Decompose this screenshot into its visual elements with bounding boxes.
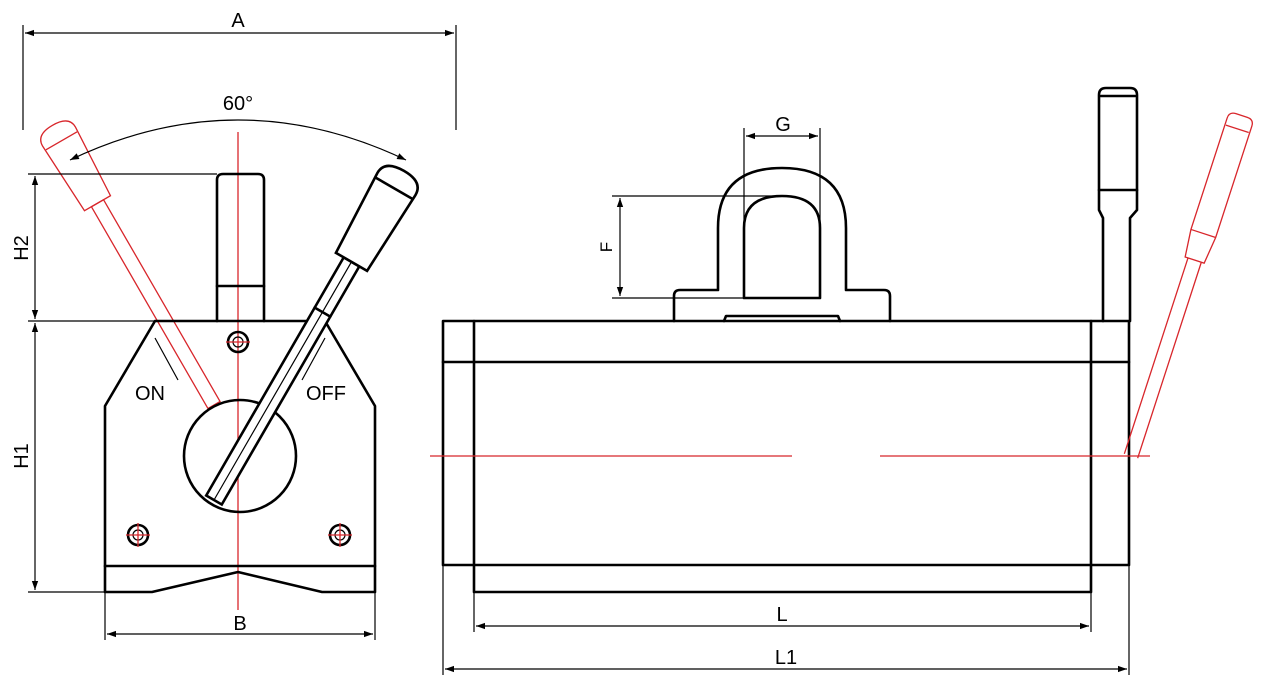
bevel-line-right — [301, 337, 326, 381]
side-body — [441, 319, 1131, 594]
rotation-hub — [182, 398, 298, 514]
side-view: G F L L1 — [430, 86, 1254, 675]
v-groove-plate — [103, 564, 377, 594]
handle-off-position — [204, 164, 419, 507]
side-handle-tilted — [1123, 112, 1254, 459]
upper-post — [215, 172, 266, 323]
dimension-a-label: A — [231, 10, 245, 32]
dimension-h1-label: H1 — [11, 443, 33, 469]
dimension-l1-label: L1 — [775, 647, 797, 669]
on-label: ON — [135, 383, 165, 405]
dimension-b: B — [104, 592, 376, 640]
front-view: ON OFF A 60° H2 H1 — [11, 10, 457, 640]
dimension-l-label: L — [776, 604, 787, 626]
dimension-f-label: F — [597, 242, 616, 252]
handle-on-position — [40, 120, 221, 410]
angle-label: 60° — [223, 93, 253, 115]
angle-dimension: 60° — [69, 93, 407, 161]
dimension-b-label: B — [233, 613, 246, 635]
dimension-g-label: G — [775, 114, 791, 136]
dimension-h2: H2 — [11, 173, 217, 319]
dimension-g: G — [743, 114, 821, 298]
screw-bottom-right — [328, 523, 352, 547]
bevel-line-left — [154, 337, 179, 381]
dimension-h1: H1 — [11, 320, 155, 593]
screw-bottom-left — [126, 523, 150, 547]
off-label: OFF — [306, 383, 346, 405]
side-handle — [1097, 86, 1139, 323]
dimension-f: F — [597, 195, 782, 299]
dimension-a: A — [22, 10, 457, 130]
screw-top — [226, 330, 250, 354]
dimension-h2-label: H2 — [11, 235, 33, 261]
dimension-l: L — [473, 592, 1092, 632]
dimension-l1: L1 — [442, 565, 1130, 675]
